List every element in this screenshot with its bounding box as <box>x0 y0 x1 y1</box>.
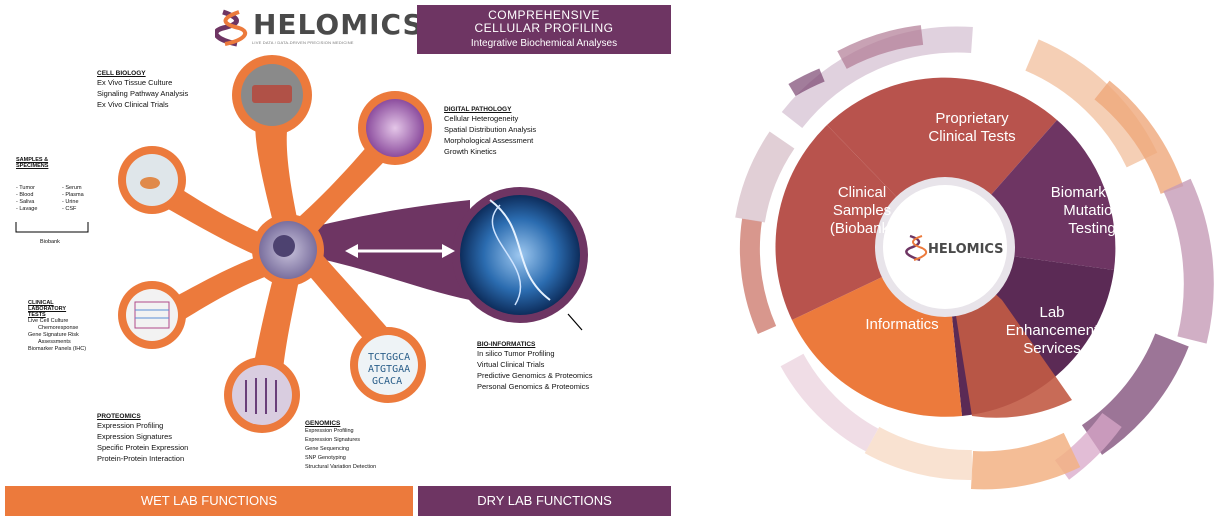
digital-pathology-line-2: Spatial Distribution Analysis <box>444 125 537 134</box>
genomics-line-1: Expression Profiling <box>305 428 354 434</box>
samples-title-2: SPECIMENS <box>16 163 49 169</box>
segment-label-line: Informatics <box>865 316 939 333</box>
digital-pathology-section: DIGITAL PATHOLOGY Cellular Heterogeneity… <box>444 106 536 157</box>
segment-clinical-tests <box>827 77 1057 248</box>
wet-lab-bar: WET LAB FUNCTIONS <box>5 486 413 516</box>
segment-label-line: Services <box>1023 340 1081 357</box>
protein-gel-image-icon <box>232 365 292 425</box>
biobank-label: Biobank <box>40 239 60 245</box>
samples-list-1: - Tumor - Blood - Saliva - Lavage <box>16 185 37 213</box>
logo-tagline: LIVE DATA / DATA-DRIVEN PRECISION MEDICI… <box>252 40 354 45</box>
clinical-title-3: TESTS <box>28 312 46 318</box>
clinical-title-2: LABORATORY <box>28 306 67 312</box>
lab-chart-image-icon <box>126 289 178 341</box>
dna-letters: TCTGGCA <box>368 352 410 363</box>
digital-pathology-title: DIGITAL PATHOLOGY <box>444 106 512 113</box>
header-banner: COMPREHENSIVE CELLULAR PROFILING Integra… <box>417 5 671 54</box>
wheel-center <box>883 185 1007 309</box>
segment-label-informatics: Informatics <box>842 316 962 334</box>
bioinformatics-section: BIO-INFORMATICS In silico Tumor Profilin… <box>477 341 592 392</box>
header-line-1: COMPREHENSIVE <box>488 8 600 22</box>
segment-label-biomarker: Biomarker & Mutation Testing <box>1022 184 1162 238</box>
proteomics-line-1: Expression Profiling <box>97 421 164 430</box>
decorative-arcs <box>735 25 1214 490</box>
svg-text:GCACA: GCACA <box>372 376 402 387</box>
header-line-2: CELLULAR PROFILING <box>474 21 614 35</box>
wheel-center-label: HELOMICS <box>928 242 1004 257</box>
sample-item: - Blood <box>16 192 34 198</box>
genomics-title: GENOMICS <box>305 420 341 427</box>
segment-label-line: (Biobank) <box>829 220 895 237</box>
functions-star-diagram: TCTGGCA ATGTGAA GCACA <box>15 55 588 433</box>
samples-list-2: - Serum - Plasma - Urine - CSF <box>62 185 84 213</box>
proteomics-line-4: Protein-Protein Interaction <box>97 454 185 463</box>
cell-biology-line-1: Ex Vivo Tissue Culture <box>97 78 173 87</box>
segment-clinical-samples <box>775 125 945 320</box>
sample-item: - Plasma <box>62 192 84 198</box>
helomics-center-logo-icon <box>905 234 928 262</box>
sample-item: - CSF <box>62 206 77 212</box>
clinical-line-5: Biomarker Panels (IHC) <box>28 346 87 352</box>
sample-item: - Saliva <box>16 199 35 205</box>
genomics-section: GENOMICS Expression Profiling Expression… <box>305 420 376 472</box>
sample-item: - Urine <box>62 199 79 205</box>
clinical-line-2: Chemoresponse <box>38 325 79 331</box>
segment-label-clinical-samples: Clinical Samples (Biobank) <box>802 184 922 238</box>
bioinformatics-line-1: In silico Tumor Profiling <box>477 349 555 358</box>
dry-lab-bar: DRY LAB FUNCTIONS <box>418 486 671 516</box>
clinical-line-3: Gene Signature Risk <box>28 332 79 338</box>
helomics-logo-icon <box>215 9 248 47</box>
clinical-title-1: CLINICAL <box>28 300 54 306</box>
proteomics-title: PROTEOMICS <box>97 413 141 420</box>
cell-biology-line-2: Signaling Pathway Analysis <box>97 89 189 98</box>
tissue-image-icon <box>366 99 424 157</box>
segment-label-line: Biomarker & <box>1050 184 1134 201</box>
segment-label-line: Clinical Tests <box>928 128 1016 145</box>
clinical-line-1: Live Cell Culture <box>28 318 69 324</box>
clinical-lab-section: CLINICAL LABORATORY TESTS Live Cell Cult… <box>28 300 86 353</box>
double-arrow-icon <box>345 244 455 258</box>
bioinformatics-title: BIO-INFORMATICS <box>477 341 536 348</box>
proteomics-line-3: Specific Protein Expression <box>97 443 189 452</box>
digital-pathology-line-1: Cellular Heterogeneity <box>444 114 519 123</box>
proteomics-section: PROTEOMICS Expression Profiling Expressi… <box>97 413 188 464</box>
digital-pathology-line-4: Growth Kinetics <box>444 147 497 156</box>
samples-title-1: SAMPLES & <box>16 157 49 163</box>
segment-label-line: Samples <box>832 202 892 219</box>
dna-sequence-image-icon <box>358 335 418 395</box>
genomics-line-3: Gene Sequencing <box>305 446 350 452</box>
samples-section: SAMPLES & SPECIMENS <box>16 157 48 169</box>
genomics-line-2: Expression Signatures <box>305 437 361 443</box>
header-line-3: Integrative Biochemical Analyses <box>470 38 618 49</box>
proteomics-line-2: Expression Signatures <box>97 432 173 441</box>
cell-biology-section: CELL BIOLOGY Ex Vivo Tissue Culture Sign… <box>97 70 188 110</box>
segment-label-line: Testing <box>1068 220 1116 237</box>
genomics-line-4: SNP Genotyping <box>305 455 346 461</box>
segment-label-line: Proprietary <box>935 110 1009 127</box>
biobank-bracket <box>15 222 89 233</box>
segment-label-line: Enhancement <box>1005 322 1099 339</box>
bioinformatics-line-3: Predictive Genomics & Proteomics <box>477 371 593 380</box>
cellular-profiling-panel: HELOMICS LIVE DATA / DATA-DRIVEN PRECISI… <box>5 5 671 516</box>
cell-biology-title: CELL BIOLOGY <box>97 70 146 77</box>
cell-biology-line-3: Ex Vivo Clinical Trials <box>97 100 169 109</box>
segment-label-line: Clinical <box>837 184 887 201</box>
segment-label-clinical-tests: Proprietary Clinical Tests <box>892 110 1052 146</box>
segment-label-line: Mutation <box>1063 202 1121 219</box>
sample-item: - Serum <box>62 185 82 191</box>
services-wheel-panel: HELOMICS Proprietary Clinical Tests Biom… <box>672 0 1215 516</box>
bioinformatics-line-4: Personal Genomics & Proteomics <box>477 382 590 391</box>
sample-item: - Tumor <box>16 185 35 191</box>
dna-image-icon <box>460 195 580 315</box>
services-wheel-diagram: HELOMICS <box>735 25 1214 490</box>
segment-label-line: Lab <box>1039 304 1065 321</box>
logo-wordmark: HELOMICS <box>253 8 424 41</box>
sample-item: - Lavage <box>16 206 38 212</box>
segment-label-lab-enhancement: Lab Enhancement Services <box>982 304 1122 358</box>
genomics-line-5: Structural Variation Detection <box>305 464 377 470</box>
digital-pathology-line-3: Morphological Assessment <box>444 136 534 145</box>
clinical-line-4: Assessments <box>38 339 71 345</box>
bioinformatics-line-2: Virtual Clinical Trials <box>477 360 545 369</box>
svg-text:ATGTGAA: ATGTGAA <box>368 364 410 375</box>
